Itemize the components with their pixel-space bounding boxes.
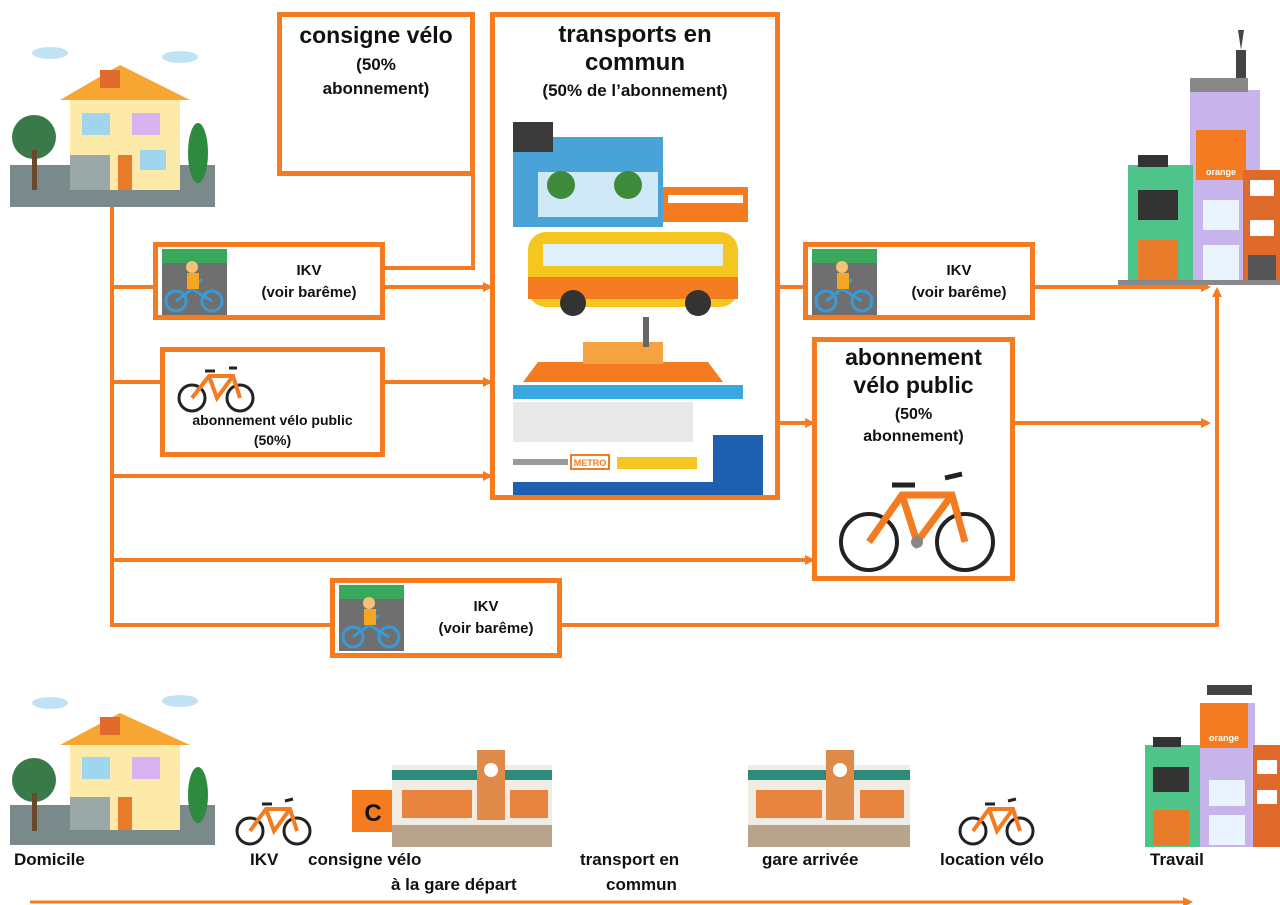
work-building-icon: orange (1118, 30, 1280, 285)
bicycle-icon (235, 797, 312, 846)
consigne-title: consigne vélo (299, 22, 453, 48)
transports-title2: commun (584, 49, 685, 76)
timeline-label-gare-arrivee: gare arrivée (762, 850, 859, 869)
ikv-top-box: IKV (voir barême) (153, 242, 385, 320)
bicycle-icon (839, 471, 995, 572)
arrival-station-icon (748, 750, 910, 847)
bicycle-icon (958, 797, 1035, 846)
work-building-icon: orange (1145, 685, 1280, 847)
cyclist-icon (812, 249, 877, 315)
timeline-label-consigne-2: à la gare départ (391, 875, 517, 894)
home-icon (10, 695, 215, 845)
velo-public-right-box: abonnement vélo public (50% abonnement) (812, 337, 1015, 581)
public-transport-illustration: METRO (513, 122, 763, 495)
velo-right-sub2: abonnement) (863, 428, 964, 445)
timeline-label-transport-2: commun (606, 875, 677, 894)
departure-station-icon: C (352, 750, 552, 847)
ikv-right-sub: (voir barême) (911, 284, 1007, 301)
home-icon (10, 47, 215, 207)
trunk-left (110, 205, 332, 627)
timeline-label-domicile: Domicile (14, 850, 85, 869)
timeline-label-consigne-1: consigne vélo (308, 850, 422, 869)
consigne-sub2: abonnement) (322, 79, 430, 98)
velo-left-line1: abonnement vélo public (192, 412, 353, 428)
timeline-label-location-velo: location vélo (940, 850, 1044, 869)
velo-right-title2: vélo public (853, 372, 974, 398)
ikv-bottom-sub: (voir barême) (438, 620, 534, 637)
ikv-right-title: IKV (946, 262, 972, 279)
velo-right-sub1: (50% (894, 406, 933, 423)
transports-title1: transports en (558, 21, 712, 48)
svg-text:C: C (364, 800, 381, 827)
ikv-top-sub: (voir barême) (261, 284, 357, 301)
velo-public-left-box: abonnement vélo public (50%) (160, 347, 385, 457)
consigne-sub1: (50% (356, 55, 396, 74)
svg-text:orange: orange (1209, 733, 1239, 743)
svg-text:orange: orange (1206, 167, 1236, 177)
bicycle-icon (177, 366, 255, 413)
cyclist-icon (339, 585, 404, 651)
ikv-bottom-box: IKV (voir barême) (330, 578, 562, 658)
timeline-label-transport-1: transport en (580, 850, 680, 869)
timeline-label-travail: Travail (1150, 850, 1204, 869)
cyclist-icon (162, 249, 227, 315)
consigne-velo-box: consigne vélo (50% abonnement) (277, 12, 475, 176)
timeline-label-ikv: IKV (250, 850, 279, 869)
ikv-bottom-to-work (560, 287, 1222, 627)
ikv-top-title: IKV (296, 262, 322, 279)
velo-right-title1: abonnement (845, 344, 982, 370)
transports-en-commun-box: transports en commun (50% de l’abonnemen… (490, 12, 780, 500)
ikv-right-box: IKV (voir barême) (803, 242, 1035, 320)
ikv-to-consigne (383, 175, 475, 270)
svg-text:METRO: METRO (574, 458, 607, 468)
transports-sub: (50% de l’abonnement) (542, 81, 728, 100)
velo-left-line2: (50%) (253, 432, 292, 448)
ikv-bottom-title: IKV (473, 598, 499, 615)
